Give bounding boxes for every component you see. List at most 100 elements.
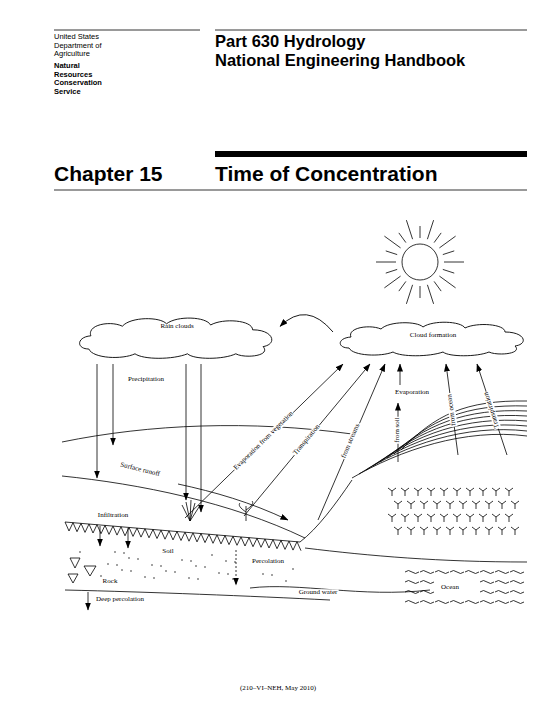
ocean-wave (510, 581, 524, 584)
cloud-outline (72, 313, 282, 361)
tree-symbol (492, 514, 500, 522)
cloud-text: Rain clouds (72, 313, 282, 331)
precipitation-arrow (97, 364, 98, 478)
soil-dot (227, 573, 228, 574)
evaporation-arrow (400, 364, 401, 385)
ocean-wave (420, 581, 434, 584)
tree-symbol (479, 488, 487, 496)
sun-ray (386, 251, 397, 255)
ground-water-line (250, 587, 430, 593)
ocean-wave (450, 601, 464, 604)
ocean-wave (510, 601, 524, 604)
ocean-wave (405, 601, 419, 604)
process-label: Evaporation (394, 389, 430, 396)
sun-ray (406, 285, 412, 304)
soil-dot (144, 576, 145, 577)
handbook-title: National Engineering Handbook (215, 51, 465, 70)
ocean-wave (405, 581, 419, 584)
evaporation-arrow (446, 364, 458, 455)
part-title: Part 630 Hydrology (215, 32, 365, 51)
precipitation-arrow (186, 364, 187, 500)
soil-dot (100, 575, 101, 576)
chapter-title: Time of Concentration (215, 162, 437, 185)
sun-ray (439, 236, 455, 248)
sun-ray (399, 233, 406, 243)
process-label: Deep percolation (95, 596, 145, 603)
tree-symbol (420, 501, 428, 509)
ocean-wave (480, 601, 494, 604)
zone-label: Infiltration (97, 512, 129, 519)
tree-symbol (407, 527, 415, 535)
tree-symbol (420, 527, 428, 535)
tree-symbol (453, 514, 461, 522)
tree-symbol (498, 527, 506, 535)
transpiration-arrow (477, 364, 507, 455)
soil-dot (79, 551, 80, 552)
soil-dot (271, 574, 272, 575)
ocean-wave (495, 581, 509, 584)
tree-symbol (485, 501, 493, 509)
zone-label: Rock (102, 578, 119, 585)
soil-dot (225, 560, 226, 561)
tree-symbol (453, 488, 461, 496)
hill-contour (352, 434, 527, 478)
ocean-wave (435, 601, 449, 604)
tree-symbol (440, 488, 448, 496)
process-label: from streams (340, 422, 362, 461)
sun-ray (420, 226, 421, 238)
sun-ray (376, 262, 396, 263)
tree-symbol (511, 501, 519, 509)
soil-dot (153, 577, 154, 578)
soil-dot (285, 580, 286, 581)
ocean-wave (420, 601, 434, 604)
ocean-wave (465, 571, 479, 574)
hill-contour (366, 425, 527, 470)
zone-label: Soil (161, 548, 174, 555)
hill-contour (401, 401, 527, 450)
tree-symbol (492, 488, 500, 496)
chapter-number: Chapter 15 (54, 162, 163, 186)
sun-ray (439, 276, 455, 288)
tree-symbol (466, 488, 474, 496)
tree-symbol (479, 514, 487, 522)
soil-dot (204, 566, 205, 567)
ocean-wave (495, 601, 509, 604)
document-number: (210–VI–NEH, May 2010) (239, 685, 317, 692)
process-label: from ocean (446, 393, 458, 427)
tree-symbol (472, 501, 480, 509)
soil-dot (232, 578, 233, 579)
sun-ray (427, 285, 433, 304)
tree-symbol (511, 527, 519, 535)
soil-dot (190, 560, 191, 561)
plant-tuft (182, 500, 199, 521)
deep-percolation-arrow (88, 592, 89, 610)
header-rule (215, 30, 527, 31)
agency-name: United States Department of Agriculture (54, 33, 116, 59)
tree-symbol (433, 527, 441, 535)
sun-ray (443, 251, 454, 255)
tree-symbol (394, 501, 402, 509)
rain-cloud: Rain clouds (72, 313, 282, 361)
hill-contour (394, 406, 527, 454)
ocean-wave (420, 571, 434, 574)
zone-label: Ground water (298, 589, 339, 596)
tree-symbol (459, 501, 467, 509)
tree-symbol (401, 514, 409, 522)
ocean-wave (480, 571, 494, 574)
tree-symbol (472, 527, 480, 535)
chapter-rule (54, 190, 527, 191)
process-label: from soil (394, 416, 401, 443)
runoff-arrow (178, 484, 288, 520)
soil-dot (160, 565, 161, 566)
stream-bank (300, 480, 352, 542)
tree-symbol (446, 501, 454, 509)
ocean-wave (405, 591, 419, 594)
tree-symbol (485, 527, 493, 535)
process-label: Percolation (251, 558, 285, 565)
soil-dot (130, 570, 131, 571)
sun-ray (384, 276, 400, 288)
ocean-wave (435, 571, 449, 574)
tree-symbol (433, 501, 441, 509)
